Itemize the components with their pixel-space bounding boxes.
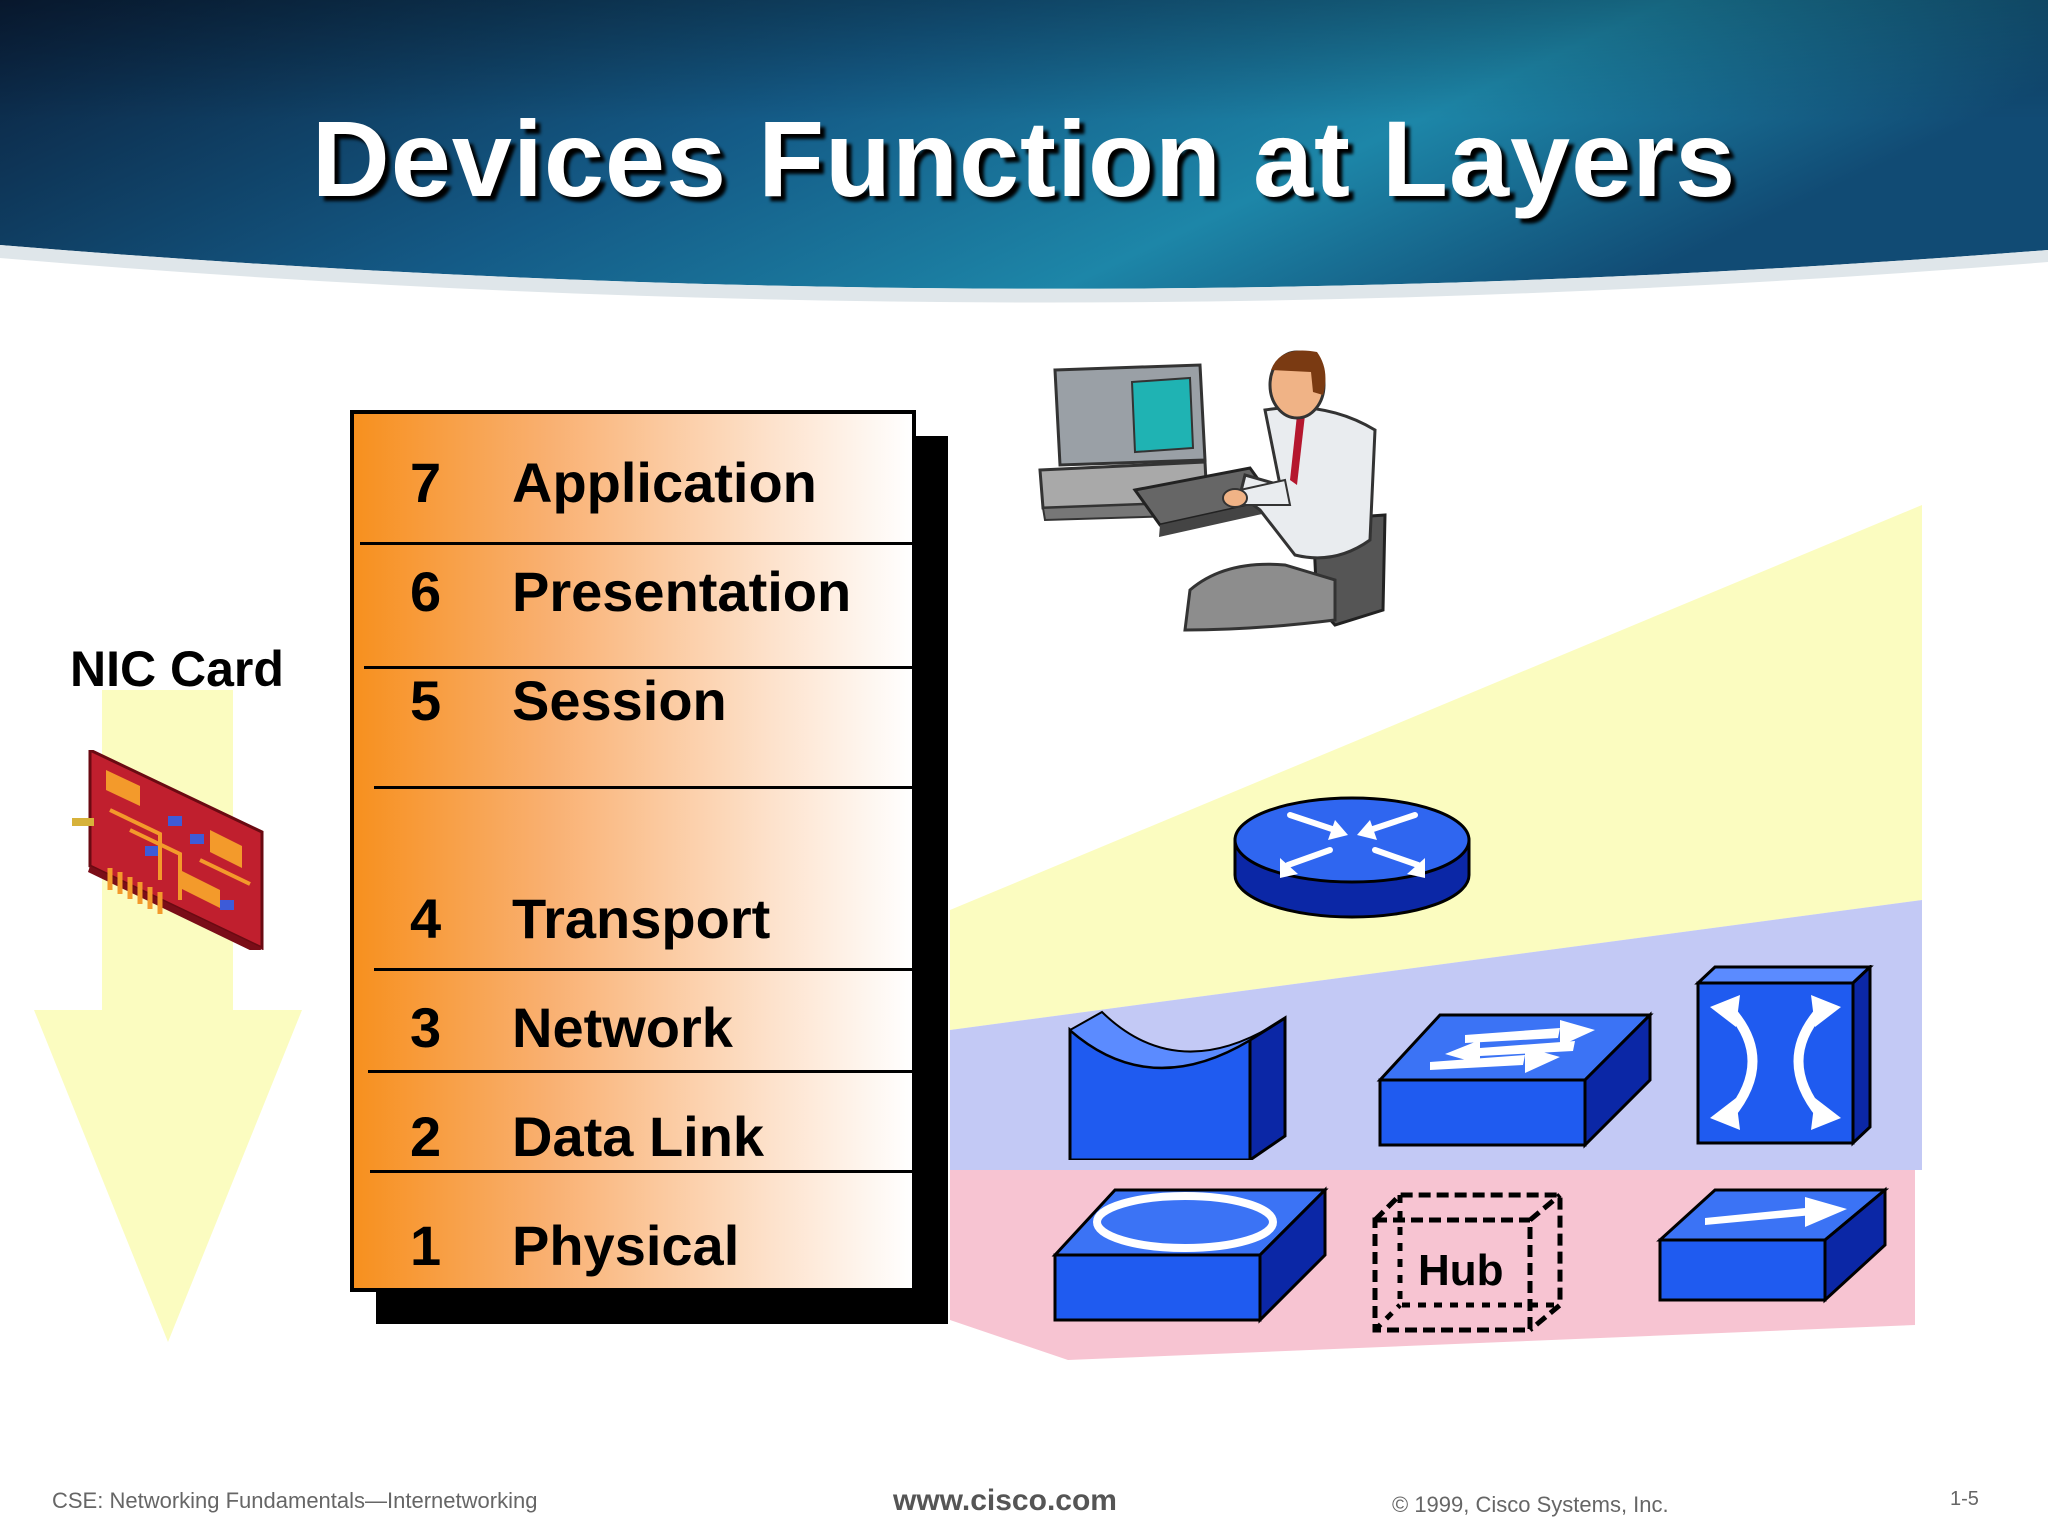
network-layer-band (950, 505, 1922, 1030)
layer-divider (374, 968, 912, 971)
layer-number: 6 (410, 560, 442, 623)
footer-course: CSE: Networking Fundamentals—Internetwor… (52, 1488, 538, 1513)
layer-number: 4 (410, 887, 442, 950)
switch-icon (1376, 1011, 1654, 1149)
footer-page-number: 1-5 (1950, 1488, 1979, 1510)
repeater-icon (1656, 1186, 1890, 1304)
layer-divider (368, 1070, 912, 1073)
hub-icon (1372, 1192, 1563, 1333)
hub-label: Hub (1418, 1246, 1504, 1295)
layer-name: Application (512, 451, 817, 514)
layer-name: Network (512, 996, 733, 1059)
nic-card-icon (72, 750, 264, 950)
footer-website: www.cisco.com (893, 1484, 1117, 1517)
layer-name: Session (512, 669, 727, 732)
token-ring-icon (1051, 1186, 1329, 1324)
layer-number: 7 (410, 451, 442, 514)
header-banner (0, 0, 2048, 303)
atm-switch-icon (1694, 965, 1874, 1147)
layer-name: Physical (512, 1214, 740, 1277)
bridge-icon (1068, 1010, 1287, 1160)
router-icon (1233, 796, 1471, 919)
layer-number: 1 (410, 1214, 442, 1277)
layer-number: 5 (410, 669, 442, 732)
computer-user-icon (1038, 350, 1387, 632)
nic-card-label: NIC Card (70, 641, 284, 697)
layer-divider (364, 666, 912, 669)
layer-divider (360, 542, 912, 545)
layer-divider (374, 786, 912, 789)
footer-copyright: © 1999, Cisco Systems, Inc. (1392, 1492, 1669, 1517)
layer-name: Presentation (512, 560, 852, 623)
slide-title: Devices Function at Layers (311, 98, 1737, 219)
nic-arrow (34, 690, 302, 1342)
layer-divider (370, 1170, 912, 1173)
layer-number: 3 (410, 996, 442, 1059)
layer-name: Data Link (512, 1105, 765, 1168)
osi-layer-stack: 7 Application 6 Presentation 5 Session 4… (350, 410, 916, 1292)
layer-number: 2 (410, 1105, 442, 1168)
layer-name: Transport (512, 887, 771, 950)
